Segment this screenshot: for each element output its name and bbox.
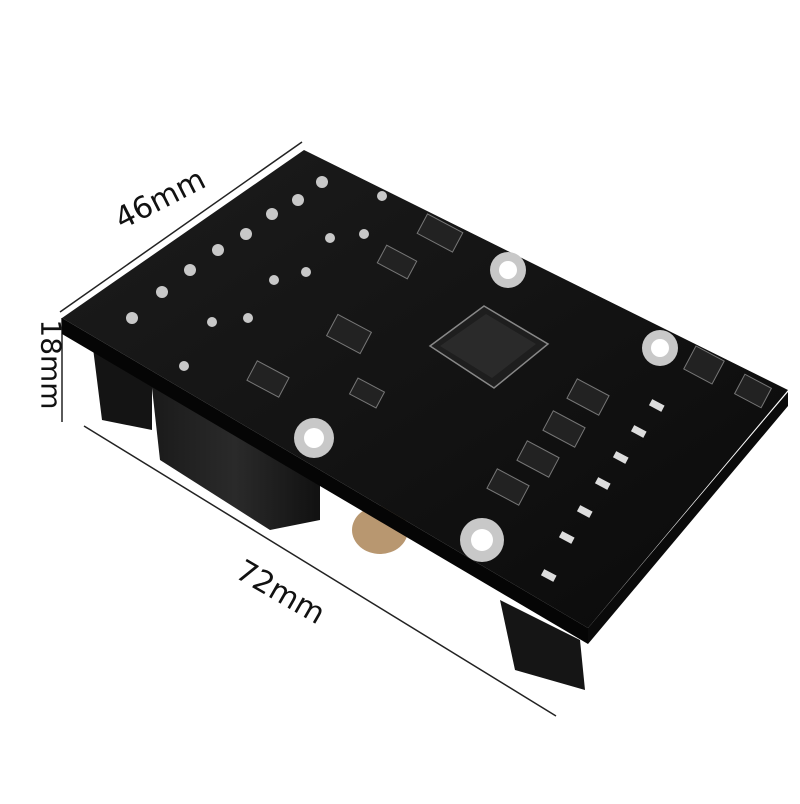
height-dimension-label: 18mm xyxy=(34,319,68,410)
board-edge xyxy=(62,318,588,644)
dimension-lines xyxy=(59,141,557,717)
pin-headers xyxy=(126,176,387,371)
microcontroller-chip xyxy=(428,305,550,389)
resistor-array xyxy=(540,399,665,582)
smd-components xyxy=(246,213,773,506)
pcb-board xyxy=(62,150,788,628)
mounting-holes xyxy=(294,252,678,562)
